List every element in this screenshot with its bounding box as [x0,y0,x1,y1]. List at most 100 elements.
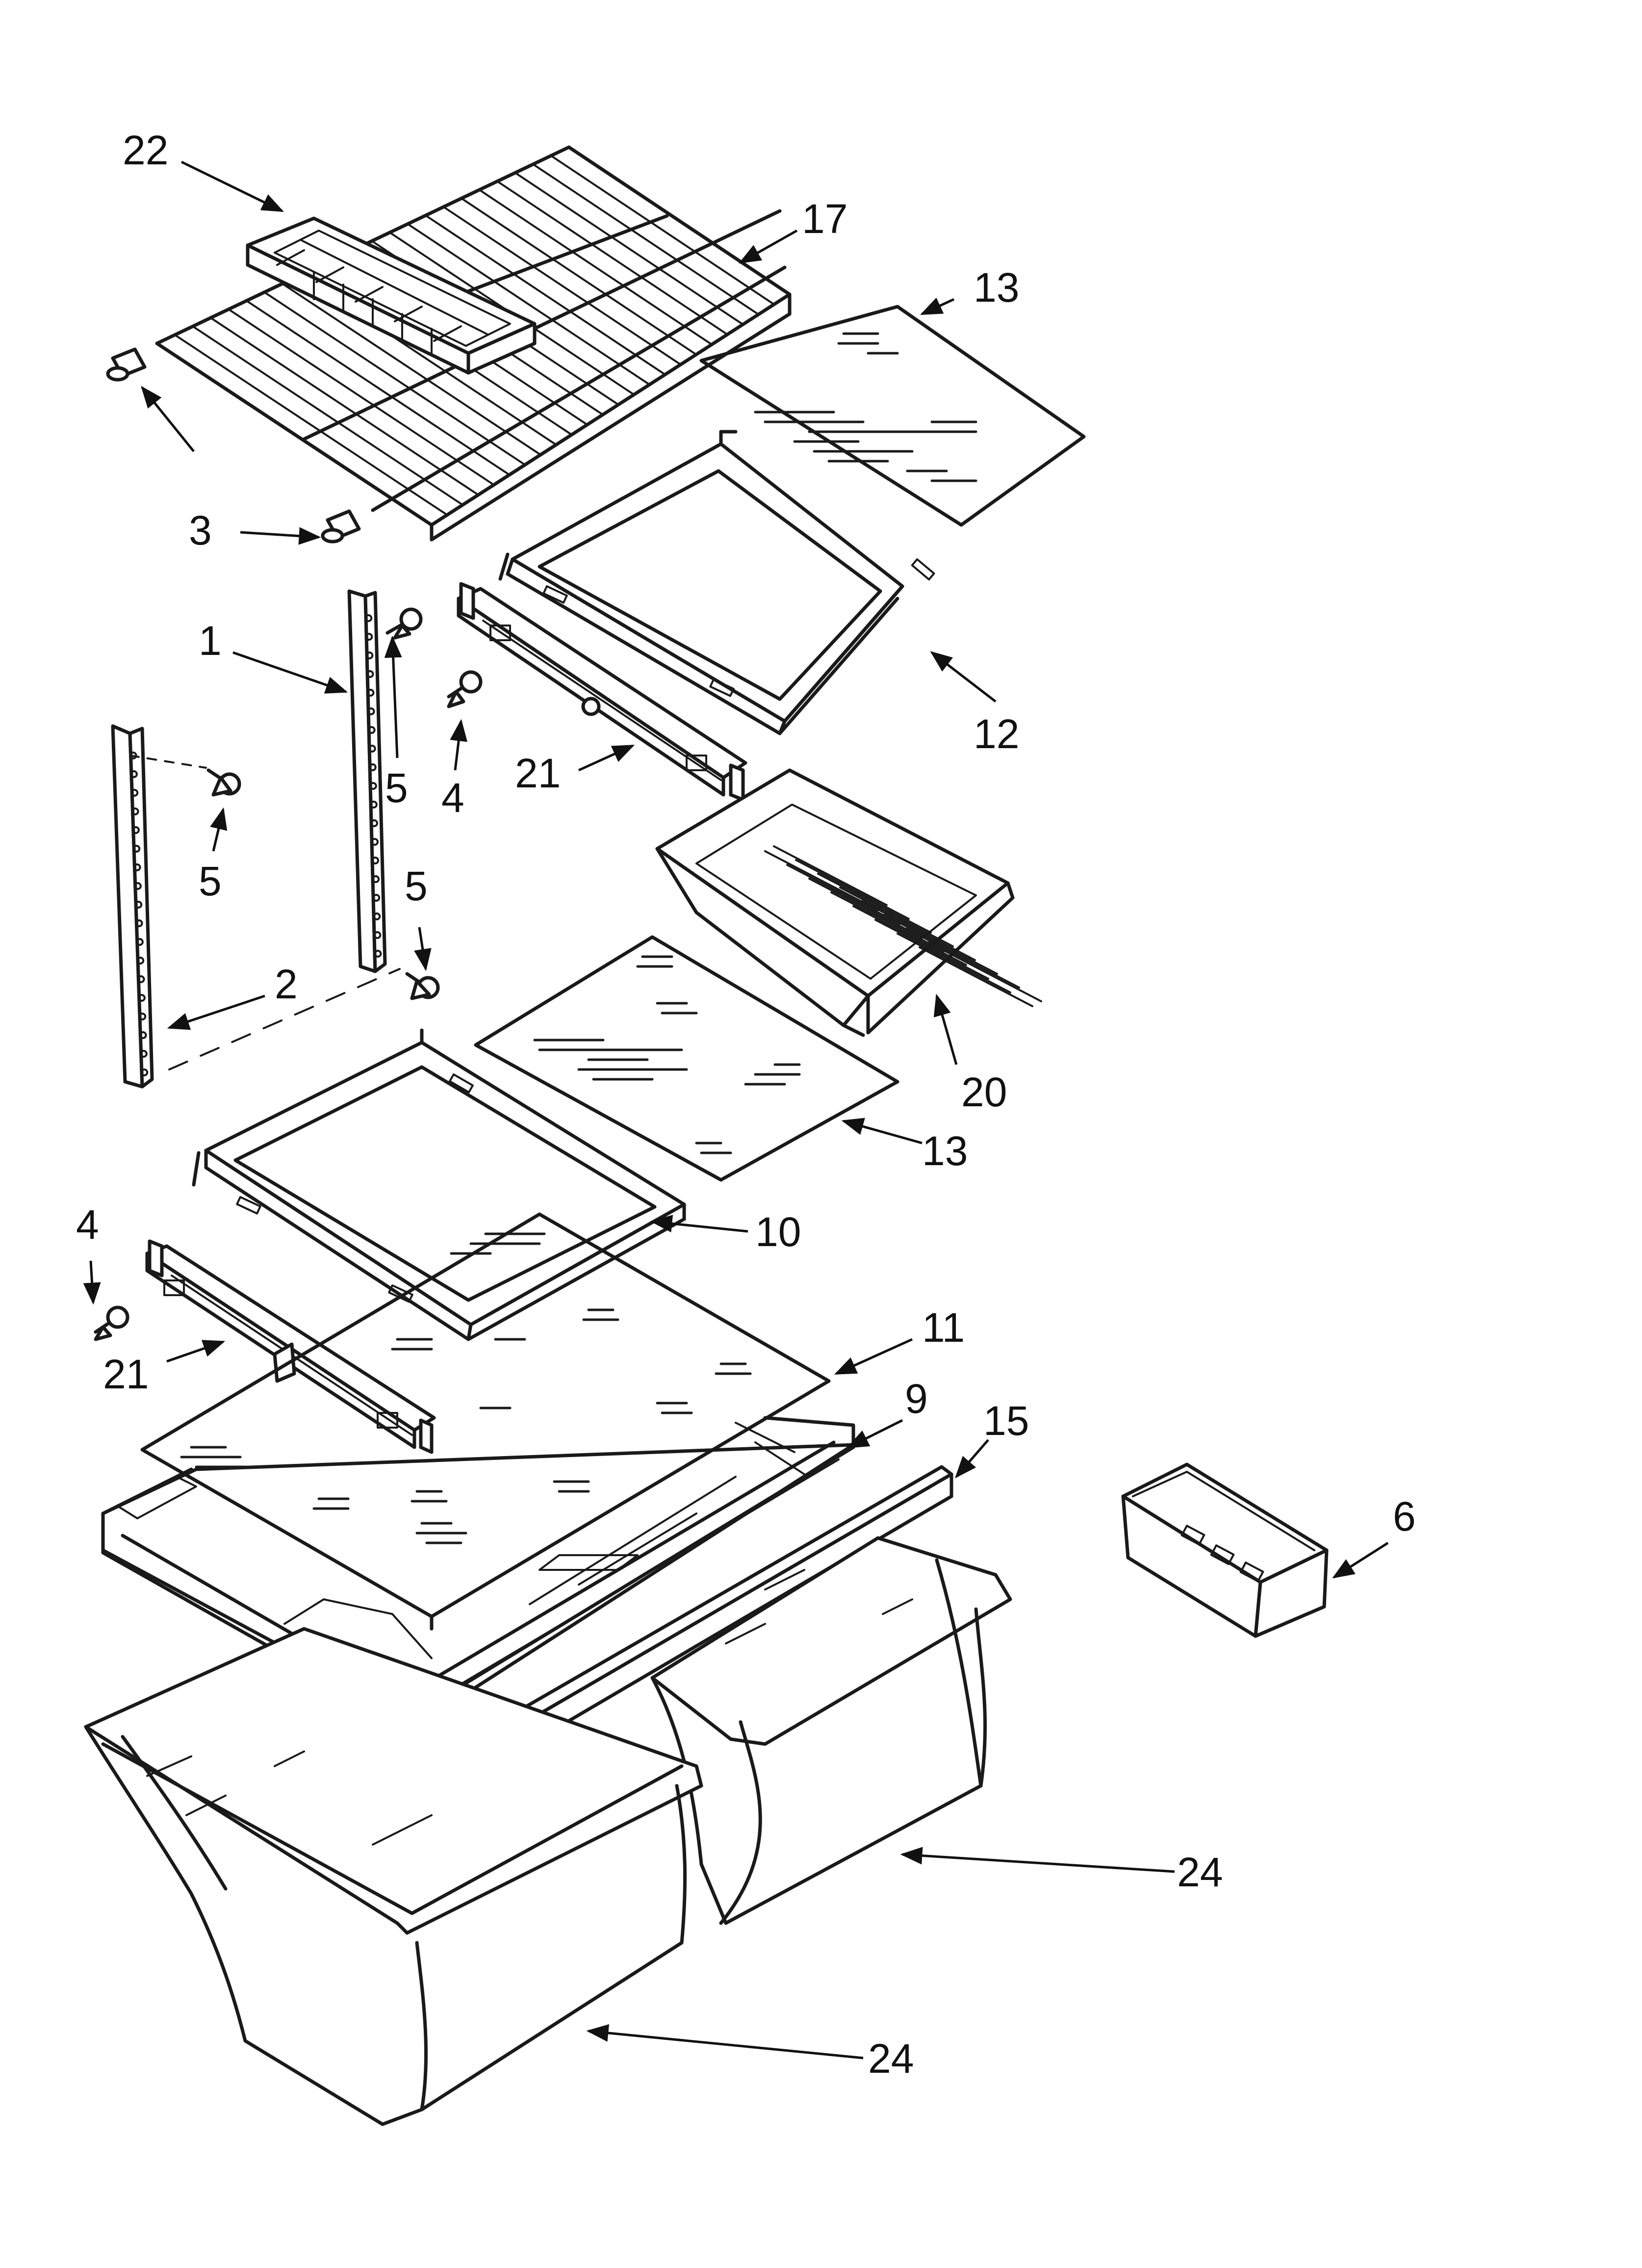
drawing-stroke [496,180,729,336]
drawing-stroke [263,291,526,466]
glass-shelf [474,935,899,1182]
drawing-stroke [209,316,480,496]
drawing-stroke [532,163,760,315]
callout-21: 21 [515,750,561,796]
ladder-slot [129,770,138,778]
drawing-stroke [786,864,901,925]
callout-2: 2 [275,961,298,1007]
callout-5: 5 [405,863,428,909]
ladder-slot [366,670,374,678]
ladder-slot [139,1050,148,1058]
callout-22: 22 [123,127,168,173]
ladder-slot [131,826,140,834]
ladder-slot [370,819,378,827]
crisper-pan [655,768,1042,1037]
ladder-slot [366,689,375,697]
callout-17: 17 [802,196,847,242]
drawing-stroke [228,308,495,486]
callout-21: 21 [103,1351,149,1397]
callout-13: 13 [974,264,1019,311]
callout-10: 10 [755,1209,801,1255]
drawing-stroke [830,891,945,952]
ladder-slot [373,931,382,939]
ladder-slot [371,838,379,846]
drawing-stroke [514,172,744,326]
callout-15: 15 [983,1398,1029,1444]
ladder-slot [367,707,375,715]
ladder-slot [140,1069,149,1076]
drawing-stroke [817,873,932,934]
door-bin [1121,1462,1329,1638]
drawing-stroke [919,946,1033,1007]
drawing-stroke [424,214,667,376]
ladder-slot [136,957,145,965]
shelf-frame [192,1028,686,1341]
drawing-stroke [808,878,923,938]
ladder-slot [135,919,143,927]
screw [385,607,423,640]
callout-4: 4 [441,775,464,821]
ladder-slot [132,845,141,853]
ladder-slot [133,882,142,890]
drawing-stroke [905,928,1020,989]
ladder-slot [364,614,373,622]
callout-4: 4 [76,1201,99,1248]
shelf-bracket [145,1239,436,1454]
drawing-stroke [874,919,989,980]
ladder-slot [368,745,376,753]
callout-24: 24 [868,2035,914,2082]
drawing-stroke [568,146,791,295]
drawing-stroke [897,933,1011,993]
ladder-slot [369,801,378,808]
callout-5: 5 [199,858,222,904]
drawing-stroke [192,325,464,506]
ladder-slot [137,975,145,983]
callout-9: 9 [905,1376,928,1422]
glass-shelf-large [140,1212,831,1631]
ladder-slot [367,726,376,734]
screw [94,1305,129,1341]
ladder-slot [365,633,373,641]
crisper-drawer-right [650,1536,1012,1925]
callout-labels: 22 17 13 3 1 5 4 21 12 5 5 2 20 13 10 4 … [76,127,1416,2082]
drawing-stroke [442,206,682,366]
ladder-slot [134,901,143,909]
drawing-stroke [839,886,954,947]
drawing-stroke [174,334,448,516]
ladder-slot [135,938,144,946]
shelf-frame [498,430,935,735]
ice-tray [246,216,537,375]
drawing-stroke [861,900,976,961]
callout-1: 1 [199,618,222,664]
crisper-drawer-left [84,1627,703,2126]
drawing-stroke [478,188,713,346]
drawing-stroke [245,300,511,476]
callout-5: 5 [385,765,408,811]
ladder-slot [374,950,382,958]
drawing-stroke [883,914,998,975]
glass-shelf [699,305,1086,527]
screw [447,670,483,708]
shelf-pin [106,347,147,382]
drawing-stroke [773,845,888,906]
ladder-slot [133,863,141,871]
ladder-slot [372,894,381,902]
drawing-stroke [764,850,879,911]
ladder-slot [368,763,377,771]
ladder-slot [365,652,374,659]
callout-24: 24 [1177,1849,1223,1895]
drawing-stroke [852,905,967,966]
ladder-slot [137,994,146,1002]
ladder-slot [371,857,380,864]
leader-lines [83,160,1389,2059]
callout-3: 3 [189,507,212,553]
drawing-stroke [281,283,542,456]
ladder-slot [131,808,139,815]
callout-12: 12 [974,711,1019,757]
callout-20: 20 [961,1069,1007,1115]
drawing-stroke [156,342,433,526]
screw [405,972,440,1000]
ladder-slot [139,1031,147,1039]
drawing-stroke [550,155,775,306]
